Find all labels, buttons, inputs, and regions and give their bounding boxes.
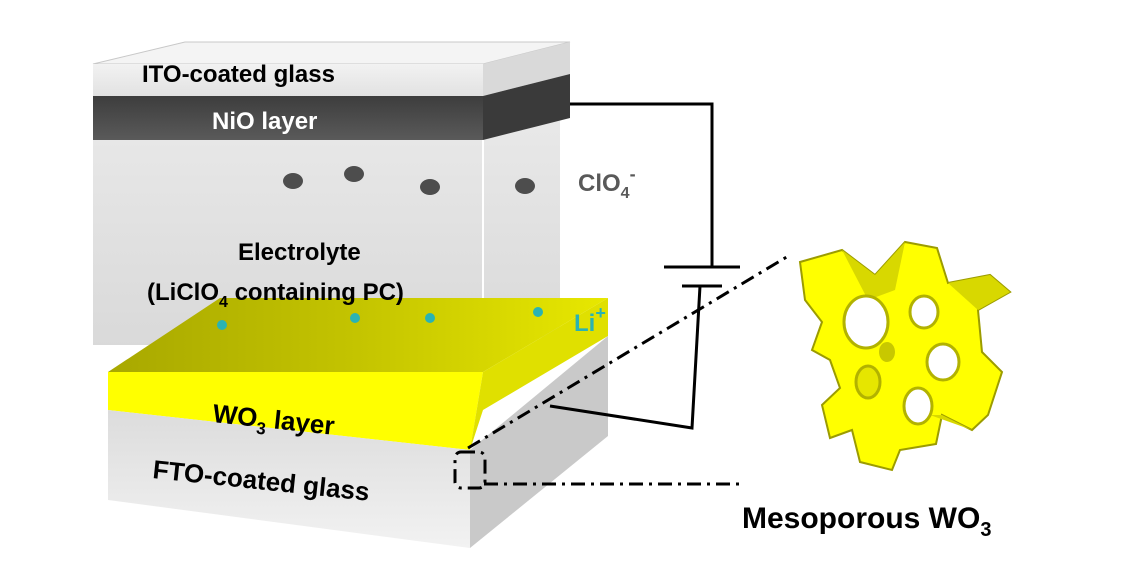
zoom-lines [453, 253, 791, 490]
lithium-base: Li [574, 310, 595, 337]
wo3-layer-front-lower [470, 298, 608, 450]
fto-glass-front [108, 410, 470, 548]
pore [902, 386, 934, 426]
wo3-layer-top-face [108, 298, 608, 372]
electrolyte-comp-a: (LiClO [147, 279, 219, 306]
wo3-layer-a: WO [211, 398, 259, 433]
mesoporous-structure [798, 240, 1012, 472]
wo3-layer-b: layer [265, 404, 336, 441]
perchlorate-label: ClO4- [578, 164, 636, 202]
perchlorate-base: ClO [578, 170, 621, 197]
wire-top [570, 102, 714, 267]
ito-glass-label: ITO-coated glass [142, 61, 335, 88]
lithium-ion [217, 320, 227, 330]
anion-ion [344, 166, 364, 182]
electrolyte-body [93, 118, 560, 345]
external-circuit [549, 102, 740, 430]
ito-glass-front [93, 64, 483, 96]
mesoporous-a: Mesoporous WO [742, 502, 980, 535]
perchlorate-charge: - [630, 164, 636, 184]
electrolyte-composition-label: (LiClO4 containing PC) [147, 279, 404, 311]
mesoporous-label: Mesoporous WO3 [742, 502, 991, 541]
nio-layer-side [483, 74, 570, 140]
pore [925, 342, 961, 382]
wo3-layer-label: WO3 layer [211, 398, 336, 446]
electrolyte-comp-b: containing PC) [228, 279, 404, 306]
mesoporous-body [798, 240, 1012, 472]
pore [854, 364, 882, 400]
zoom-line-upper [467, 253, 791, 450]
lithium-label: Li+ [574, 303, 606, 337]
anion-ion [283, 173, 303, 189]
zoom-region [453, 450, 487, 490]
lithium-charge: + [595, 303, 606, 323]
ito-glass-side [483, 42, 570, 96]
wire-bottom [549, 285, 702, 430]
fto-glass-side [470, 336, 608, 548]
nio-layer-front [93, 96, 483, 140]
lithium-ion [533, 307, 543, 317]
lithium-group [217, 307, 543, 330]
pore [842, 294, 890, 350]
mesoporous-shadow [842, 242, 1010, 430]
electrolyte-label: Electrolyte [238, 239, 361, 266]
anion-ion [515, 178, 535, 194]
anion-ion [420, 179, 440, 195]
wo3-layer-sub: 3 [255, 419, 266, 439]
perchlorate-sub: 4 [621, 185, 630, 202]
wo3-layer-front [108, 372, 483, 450]
lithium-ion [350, 313, 360, 323]
pore [908, 294, 940, 330]
anion-group [283, 166, 535, 195]
nio-layer-label: NiO layer [212, 108, 317, 135]
lithium-ion [425, 313, 435, 323]
pore [879, 342, 895, 362]
mesoporous-sub: 3 [980, 519, 991, 541]
electrolyte-comp-sub: 4 [219, 294, 228, 311]
